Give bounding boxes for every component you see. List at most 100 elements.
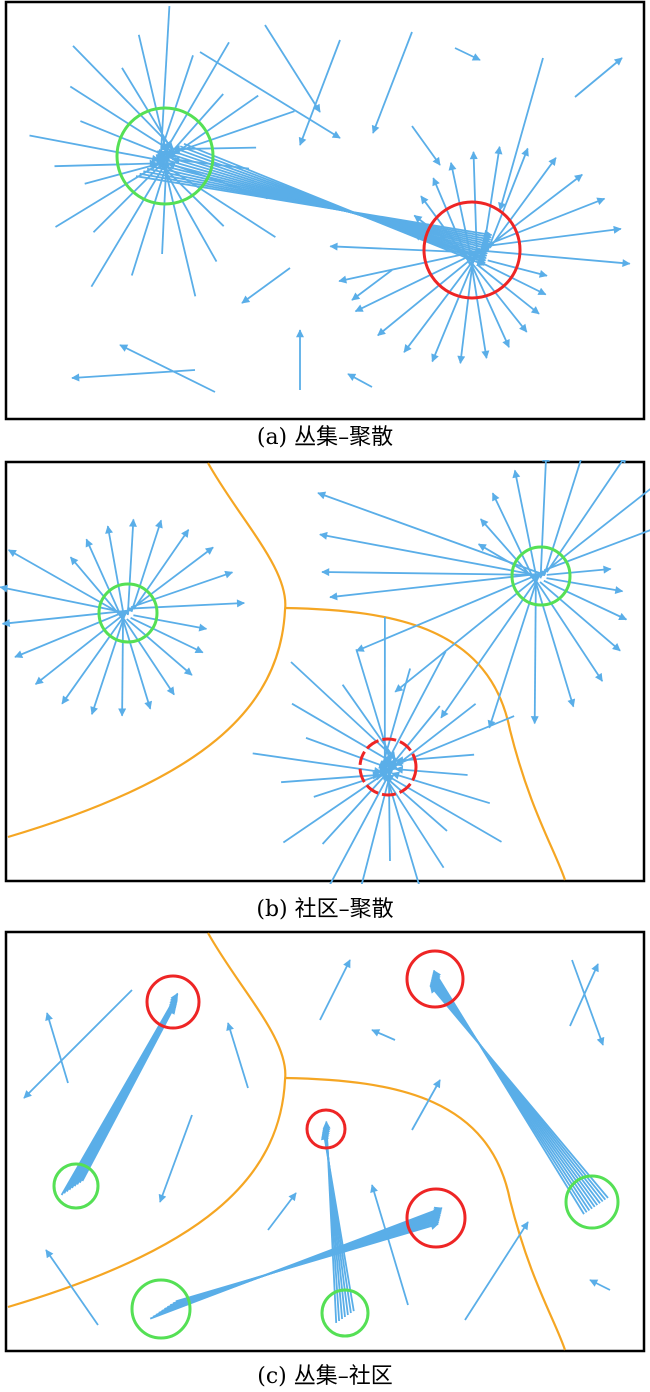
sink-cluster-a — [422, 200, 522, 300]
flow-arrow — [133, 529, 190, 610]
flow-arrow — [370, 1184, 409, 1306]
flow-arrow — [480, 225, 622, 248]
flow-arrow — [539, 460, 550, 579]
flow-arrow — [545, 460, 627, 573]
arrows-c — [23, 959, 611, 1326]
flow-arrow — [472, 263, 528, 333]
flow-arrow — [199, 51, 341, 139]
flow-arrow — [317, 491, 546, 576]
flow-arrow — [457, 253, 475, 364]
flow-arrow — [1, 609, 133, 628]
source-cluster-a — [115, 106, 215, 206]
flow-arrow — [371, 31, 413, 134]
flow-arrow — [589, 1279, 611, 1291]
caption-b: (b) 社区–聚散 — [256, 897, 394, 922]
flow-arrow — [469, 151, 478, 261]
flow-arrow — [69, 556, 124, 620]
flow-arrow — [512, 469, 538, 581]
flow-arrow — [351, 269, 393, 301]
flow-arrow — [530, 576, 539, 725]
arrows-b — [0, 460, 650, 884]
flow-arrow — [319, 531, 543, 578]
flow-arrow — [130, 570, 234, 609]
flow-arrow — [395, 753, 475, 765]
sink-cluster-2-c — [405, 949, 465, 1009]
flow-arrow — [488, 173, 583, 247]
panel-a — [0, 0, 650, 422]
flow-arrow — [431, 248, 480, 363]
flow-arrow — [543, 579, 628, 621]
flow-arrow — [158, 1114, 193, 1203]
flow-arrow — [394, 765, 468, 776]
flow-arrow — [319, 959, 351, 1021]
flow-arrow — [45, 1012, 69, 1084]
diagram-b — [0, 460, 650, 884]
flow-arrow — [329, 760, 397, 884]
flow-arrow — [391, 771, 491, 805]
flow-arrow — [380, 772, 448, 832]
flow-arrow — [71, 369, 196, 382]
community-boundary-right-b — [284, 606, 567, 881]
flow-arrow — [569, 963, 599, 1027]
flow-arrow — [157, 160, 225, 227]
flow-arrow — [305, 737, 388, 769]
diagram-a — [4, 0, 646, 421]
flow-arrow — [371, 1029, 396, 1041]
flow-arrow — [29, 134, 161, 163]
flow-arrow — [481, 146, 503, 257]
frame-b — [4, 460, 646, 883]
flow-arrow — [347, 373, 373, 388]
flow-arrow — [420, 195, 472, 265]
flow-arrow — [546, 565, 612, 576]
source-cluster-4-c — [130, 1278, 192, 1340]
flow-arrow — [183, 142, 486, 267]
flow-arrow — [290, 661, 397, 760]
flow-arrow — [411, 1079, 441, 1131]
flow-arrow — [171, 110, 295, 155]
flow-arrow — [14, 607, 135, 658]
flow-arrow — [539, 581, 621, 652]
flow-arrow — [377, 244, 489, 337]
flow-arrow — [360, 758, 397, 884]
flow-arrow — [105, 525, 126, 618]
flow-arrow — [126, 518, 137, 616]
flow-arrow — [543, 529, 650, 571]
flow-arrow — [80, 120, 166, 157]
flow-arrow — [486, 147, 529, 253]
diagram-c — [4, 930, 646, 1353]
flow-arrow — [267, 1192, 297, 1231]
flow-arrow — [291, 702, 393, 764]
caption-a: (a) 丛集–聚散 — [256, 425, 394, 450]
flow-arrow — [329, 242, 485, 254]
flow-arrow — [34, 606, 134, 685]
flow-arrow — [90, 609, 128, 715]
flow-arrow — [385, 774, 502, 843]
source-cluster-3-c — [320, 1288, 370, 1338]
flow-arrow — [133, 614, 208, 632]
community-boundary-left-c — [7, 932, 287, 1309]
flow-arrow — [477, 264, 540, 315]
flow-arrow — [475, 249, 631, 268]
flow-arrow — [389, 703, 477, 772]
flow-arrow — [0, 584, 130, 615]
flow-arrow — [264, 24, 321, 113]
flow-arrow — [329, 572, 546, 601]
panel-b — [0, 460, 650, 884]
flow-arrow — [469, 261, 510, 348]
flow-arrow — [535, 581, 604, 682]
flow-arrow — [282, 770, 390, 844]
flow-arrow — [281, 771, 381, 784]
arrows-a — [29, 6, 631, 393]
flow-arrow — [480, 518, 537, 582]
flow-arrow — [546, 488, 650, 572]
sink-cluster-3-c — [305, 1108, 347, 1150]
flow-arrow — [440, 570, 544, 719]
flow-arrow — [175, 1222, 439, 1303]
frame-a — [4, 0, 646, 421]
flow-arrow — [482, 262, 547, 296]
flow-arrow — [432, 177, 471, 266]
panel-c — [0, 930, 650, 1354]
flow-arrow — [485, 197, 606, 246]
flow-arrow — [118, 613, 127, 717]
flow-arrow — [534, 579, 576, 708]
